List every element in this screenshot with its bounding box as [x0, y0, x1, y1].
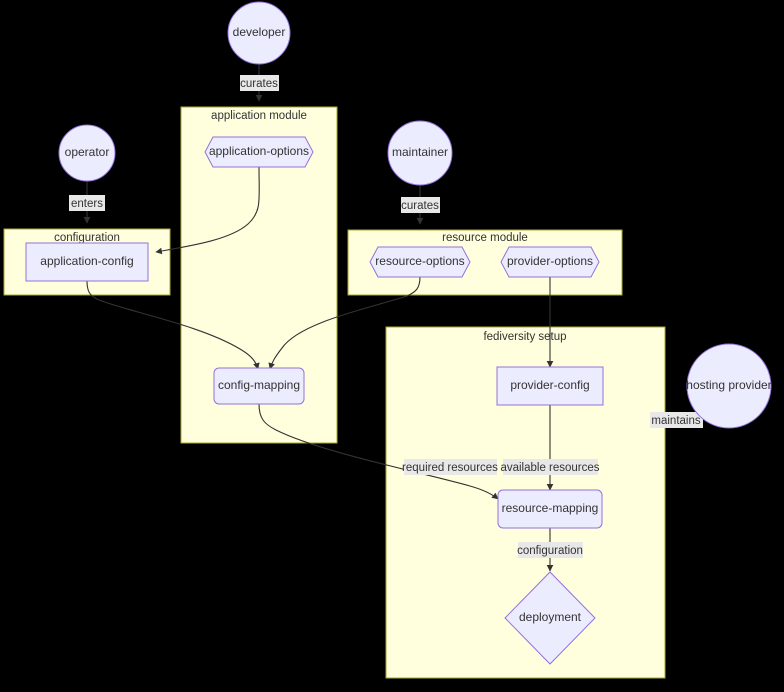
edge-label-curates-developer-text: curates — [240, 78, 278, 90]
edge-label-configuration: configuration — [517, 542, 583, 558]
edge-application-options-to-application-config — [155, 166, 260, 255]
cluster-configuration-label: configuration — [54, 232, 120, 244]
edge-label-configuration-bg — [518, 542, 583, 558]
edge-label-available-resources-text: available resources — [500, 462, 599, 474]
node-application-config-rect[interactable] — [25, 242, 149, 282]
cluster-fediversity-setup-label: fediversity setup — [483, 331, 566, 343]
edge-label-curates-developer: curates — [240, 75, 279, 91]
cluster-application-module-label: application module — [211, 110, 307, 122]
node-application-options-hexagon[interactable] — [204, 136, 314, 168]
node-developer[interactable]: developer — [227, 1, 291, 65]
edge-label-maintains: maintains — [650, 412, 703, 428]
node-maintainer-circle[interactable] — [387, 120, 453, 186]
node-operator-circle[interactable] — [58, 124, 116, 182]
edge-label-curates-maintainer: curates — [401, 197, 440, 213]
node-developer-label: developer — [233, 25, 286, 39]
edge-label-enters: enters — [69, 195, 105, 211]
edge-label-available-resources-bg — [503, 459, 598, 475]
node-application-options-label: application-options — [209, 144, 309, 158]
node-config-mapping-rect[interactable] — [213, 367, 305, 405]
edge-label-required-resources-text: required resources — [402, 462, 498, 474]
cluster-resource-module-label: resource module — [442, 232, 528, 244]
node-deployment[interactable]: deployment — [504, 571, 596, 665]
node-resource-mapping[interactable]: resource-mapping — [497, 489, 603, 529]
node-resource-options-hexagon[interactable] — [369, 246, 471, 278]
node-deployment-label: deployment — [519, 610, 582, 624]
edge-label-required-resources-bg — [404, 459, 497, 475]
edge-application-config-to-config-mapping — [86, 280, 260, 370]
node-provider-options[interactable]: provider-options — [500, 246, 600, 278]
edge-label-enters-text: enters — [71, 198, 103, 210]
node-provider-options-hexagon[interactable] — [500, 246, 600, 278]
edge-label-maintains-bg — [650, 412, 703, 428]
edge-label-enters-bg — [69, 195, 105, 211]
node-operator[interactable]: operator — [58, 124, 116, 182]
node-hosting-provider-label: hosting provider — [686, 378, 771, 392]
node-hosting-provider-circle[interactable] — [686, 343, 772, 429]
node-config-mapping[interactable]: config-mapping — [213, 367, 305, 405]
edge-label-configuration-text: configuration — [517, 545, 583, 557]
node-maintainer[interactable]: maintainer — [387, 120, 453, 186]
node-config-mapping-label: config-mapping — [218, 378, 300, 392]
node-provider-config-rect[interactable] — [496, 366, 604, 406]
edge-label-curates-maintainer-text: curates — [401, 200, 439, 212]
node-developer-circle[interactable] — [227, 1, 291, 65]
edge-label-maintains-text: maintains — [651, 415, 700, 427]
node-hosting-provider[interactable]: hosting provider — [686, 343, 772, 429]
node-operator-label: operator — [65, 145, 110, 159]
edge-resource-options-to-config-mapping — [268, 276, 421, 370]
node-provider-options-label: provider-options — [507, 254, 593, 268]
node-deployment-diamond[interactable] — [504, 571, 596, 665]
node-resource-options[interactable]: resource-options — [369, 246, 471, 278]
node-application-config[interactable]: application-config — [25, 242, 149, 282]
node-resource-mapping-label: resource-mapping — [502, 501, 599, 515]
node-provider-config-label: provider-config — [510, 378, 589, 392]
edge-label-available-resources: available resources — [500, 459, 600, 475]
edge-label-required-resources: required resources — [402, 459, 498, 475]
node-resource-mapping-rect[interactable] — [497, 489, 603, 529]
edge-labels-layer: curates enters curates required resource… — [69, 75, 703, 558]
edge-label-curates-maintainer-bg — [401, 197, 440, 213]
edge-config-mapping-to-resource-mapping — [258, 403, 499, 500]
edge-label-curates-developer-bg — [240, 75, 279, 91]
node-application-config-label: application-config — [40, 254, 133, 268]
node-resource-options-label: resource-options — [375, 254, 464, 268]
node-application-options[interactable]: application-options — [204, 136, 314, 168]
node-provider-config[interactable]: provider-config — [496, 366, 604, 406]
node-maintainer-label: maintainer — [392, 145, 448, 159]
